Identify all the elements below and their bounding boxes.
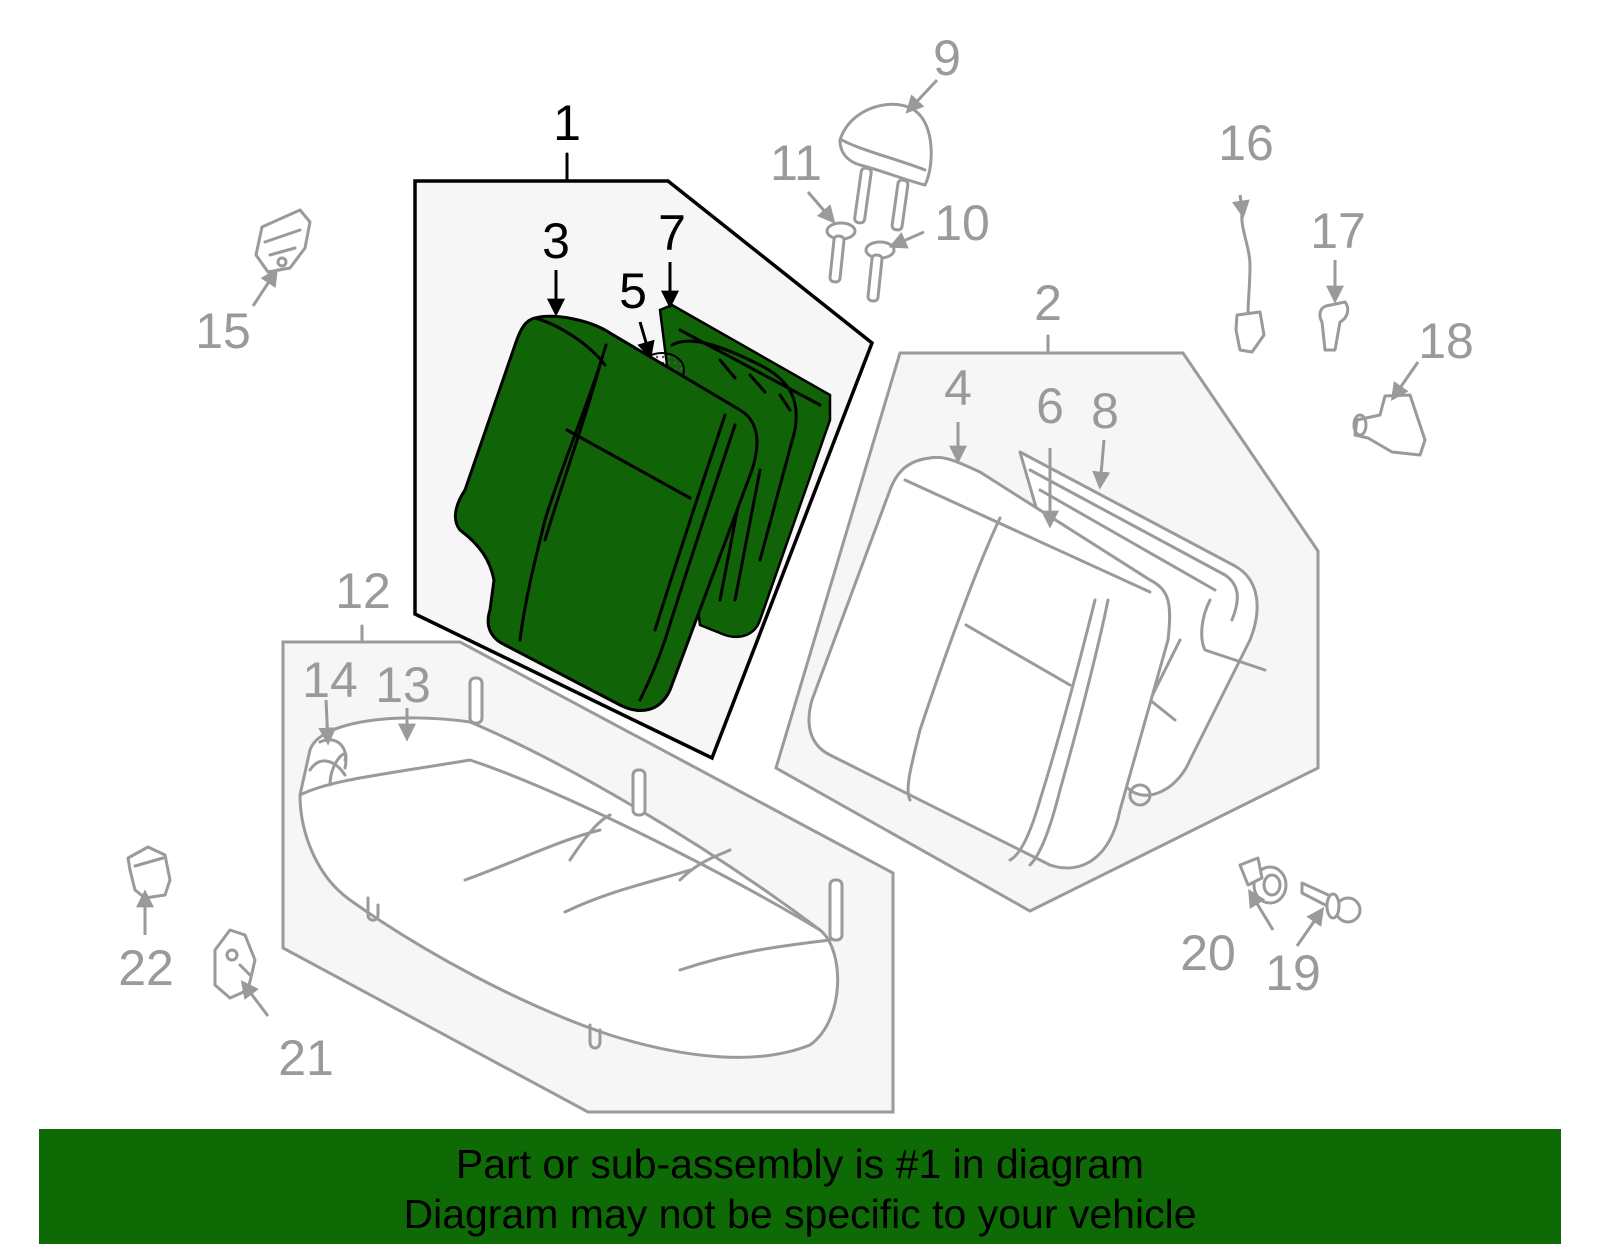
callout-18: 18 xyxy=(1418,313,1474,369)
part-19 xyxy=(1300,881,1362,924)
callout-22: 22 xyxy=(118,940,174,996)
part-17 xyxy=(1318,300,1350,352)
backrest-cover-4 xyxy=(807,455,1172,870)
callout-10: 10 xyxy=(934,195,990,251)
part-20 xyxy=(1238,856,1288,905)
callout-15: 15 xyxy=(195,303,251,359)
part-18 xyxy=(1352,393,1427,457)
callout-11: 11 xyxy=(770,135,822,191)
callout-14: 14 xyxy=(302,652,358,708)
backrest-cover-3 xyxy=(453,314,759,712)
part-15 xyxy=(254,208,312,274)
callout-2: 2 xyxy=(1034,275,1062,331)
footer-banner: Part or sub-assembly is #1 in diagram Di… xyxy=(39,1129,1561,1244)
part-16 xyxy=(1234,205,1266,354)
callout-arrows xyxy=(136,78,1420,1017)
headrest-guide-11 xyxy=(825,221,857,284)
callout-8: 8 xyxy=(1091,383,1119,439)
callout-4: 4 xyxy=(944,360,972,416)
callout-19: 19 xyxy=(1265,945,1321,1001)
callout-20: 20 xyxy=(1180,925,1236,981)
headrest-guide-10 xyxy=(864,240,896,303)
callout-17: 17 xyxy=(1310,203,1366,259)
callout-5: 5 xyxy=(619,263,647,319)
callout-13: 13 xyxy=(375,657,431,713)
callout-3: 3 xyxy=(542,213,570,269)
callout-7: 7 xyxy=(658,205,686,261)
headrest-9 xyxy=(838,102,933,232)
callout-1: 1 xyxy=(553,95,581,151)
callout-9: 9 xyxy=(933,30,961,86)
callout-labels: 1 2 3 4 5 6 7 8 9 10 11 12 13 14 15 16 1… xyxy=(118,30,1474,1086)
part-21 xyxy=(213,928,257,1000)
footer-line-1: Part or sub-assembly is #1 in diagram xyxy=(455,1141,1145,1187)
part-22 xyxy=(126,845,172,900)
seat-cushion-part xyxy=(298,676,844,1059)
callout-6: 6 xyxy=(1036,378,1064,434)
callout-12: 12 xyxy=(335,563,391,619)
footer-line-2: Diagram may not be specific to your vehi… xyxy=(403,1191,1197,1237)
callout-21: 21 xyxy=(278,1030,334,1086)
callout-16: 16 xyxy=(1218,115,1274,171)
